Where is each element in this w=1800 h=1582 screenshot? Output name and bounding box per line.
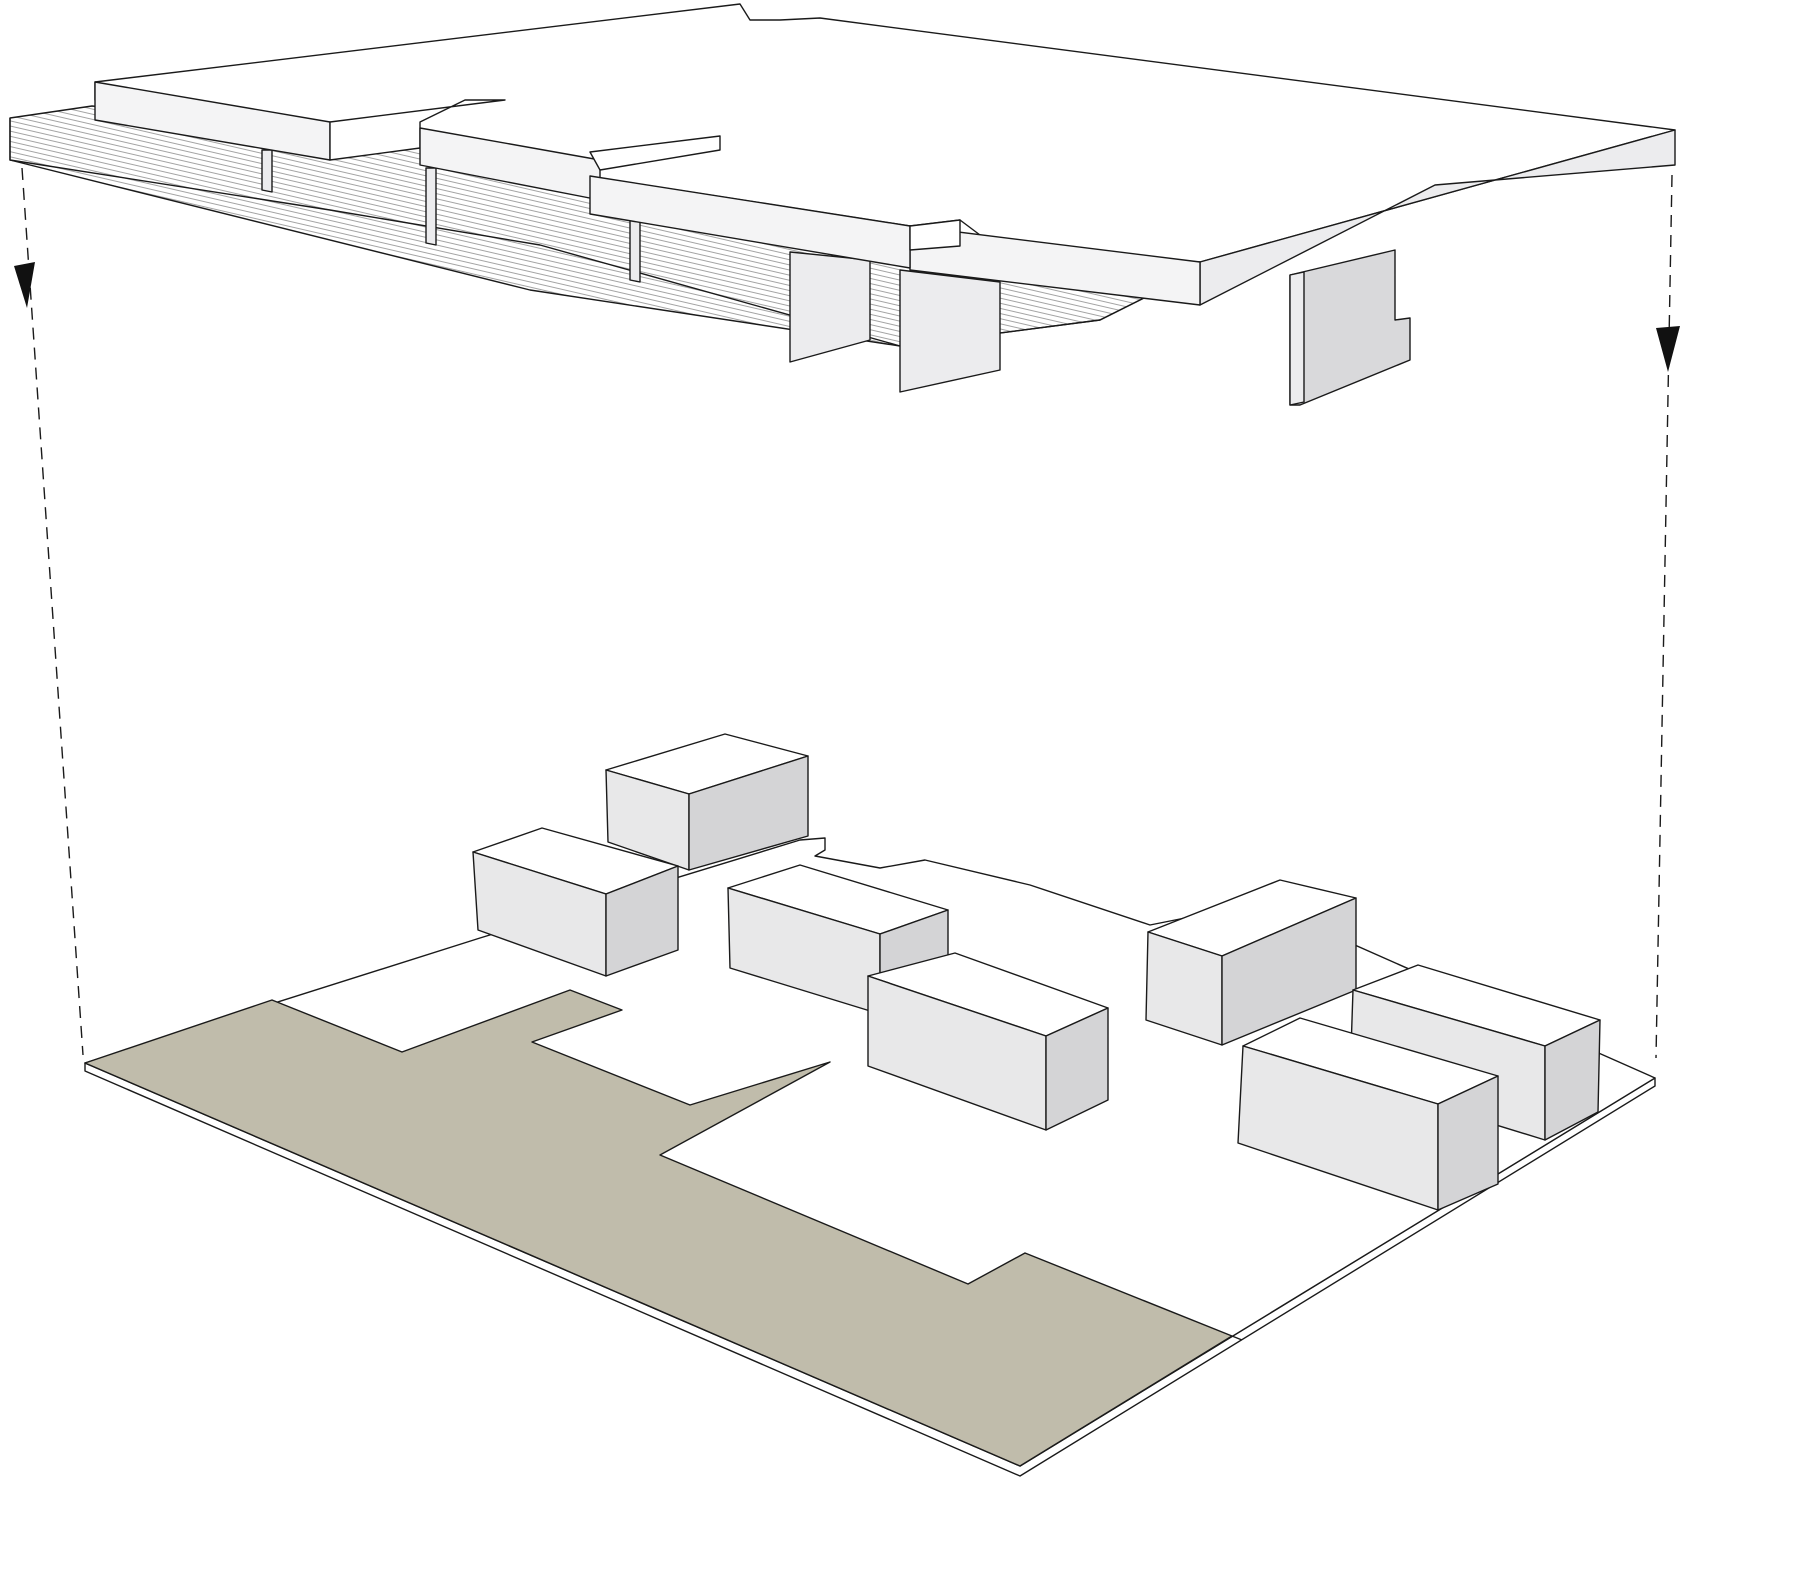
volume-5	[1145, 879, 1357, 1046]
right-drop-arrow	[1655, 174, 1680, 1059]
roof-wall-6-edge	[1289, 271, 1305, 406]
volume-1	[605, 733, 809, 871]
roof-canopy	[9, 3, 1676, 406]
volume-4	[867, 952, 1109, 1131]
building-volumes	[472, 733, 1601, 1211]
roof-wall-3	[629, 219, 641, 283]
roof-wall-6	[1289, 249, 1411, 406]
left-arrow-head	[14, 262, 35, 308]
roof-wall-2	[425, 167, 437, 246]
roof-step-6	[909, 219, 961, 251]
roof-step-4	[589, 135, 721, 171]
right-arrow-head	[1656, 326, 1680, 372]
roof-wall-5	[899, 269, 1001, 393]
left-drop-arrow	[14, 167, 84, 1056]
volume-7	[1237, 1017, 1499, 1211]
roof-wall-1	[261, 149, 273, 193]
roof-step-5	[589, 175, 911, 269]
roof-wall-4	[789, 251, 871, 363]
volume-2	[472, 827, 679, 977]
roof-step-2	[329, 99, 506, 161]
paved-area	[84, 989, 1233, 1467]
